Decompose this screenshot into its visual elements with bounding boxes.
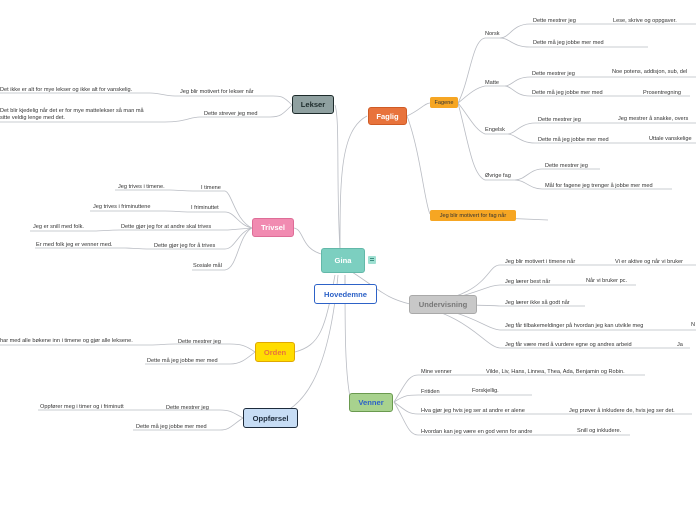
matte-jobbe-detail[interactable]: Prosentregning	[643, 90, 681, 96]
root-node[interactable]: Gina	[321, 248, 365, 273]
engelsk-mestrer-detail[interactable]: Jeg mestrer å snakke, overs	[618, 116, 689, 122]
orden-jobbe[interactable]: Dette må jeg jobbe mer med	[147, 358, 218, 364]
trivsel-timene[interactable]: I timene	[201, 185, 221, 191]
branch-trivsel[interactable]: Trivsel	[252, 218, 294, 237]
branch-faglig[interactable]: Faglig	[368, 107, 407, 125]
oppforsel-mestrer[interactable]: Dette mestrer jeg	[166, 405, 209, 411]
branch-lekser[interactable]: Lekser	[292, 95, 334, 114]
matte-jobbe[interactable]: Dette må jeg jobbe mer med	[532, 90, 603, 96]
root-label: Gina	[334, 256, 352, 265]
trivsel-sosiale[interactable]: Sosiale mål	[193, 263, 222, 269]
branch-orden-label: Orden	[263, 347, 287, 357]
trivsel-andre[interactable]: Dette gjør jeg for at andre skal trives	[121, 224, 212, 230]
engelsk-jobbe-detail[interactable]: Uttale vanskelige	[649, 136, 692, 142]
lekser-strever[interactable]: Dette strever jeg med	[204, 111, 258, 117]
venner-mine-detail[interactable]: Vilde, Liv, Hans, Linnea, Thea, Ada, Ben…	[486, 369, 625, 375]
engelsk-jobbe[interactable]: Dette må jeg jobbe mer med	[538, 137, 609, 143]
ovrige-mestrer[interactable]: Dette mestrer jeg	[545, 163, 588, 169]
norsk-jobbe[interactable]: Dette må jeg jobbe mer med	[533, 40, 604, 46]
branch-oppforsel-label: Oppførsel	[252, 413, 289, 423]
trivsel-selv[interactable]: Dette gjør jeg for å trives	[154, 243, 216, 249]
engelsk-mestrer[interactable]: Dette mestrer jeg	[538, 117, 581, 123]
undervisning-motivert-detail[interactable]: Vi er aktive og når vi bruker	[615, 259, 683, 265]
undervisning-best[interactable]: Jeg lærer best når	[505, 279, 551, 285]
venner-god-venn-detail[interactable]: Snill og inkludere.	[577, 428, 622, 434]
oppforsel-mestrer-detail[interactable]: Oppfører meg i timer og i friminutt	[40, 404, 124, 410]
undervisning-motivert[interactable]: Jeg blir motivert i timene når	[505, 259, 576, 265]
branch-faglig-label: Faglig	[376, 111, 399, 121]
fag-motivert-node[interactable]: Jeg blir motivert for fag når	[430, 210, 516, 221]
norsk-label[interactable]: Norsk	[485, 31, 500, 37]
branch-orden[interactable]: Orden	[255, 342, 295, 362]
undervisning-vurdere[interactable]: Jeg får være med å vurdere egne og andre…	[505, 342, 632, 348]
venner-fritiden[interactable]: Fritiden	[421, 389, 440, 395]
branch-venner-label: Venner	[358, 398, 384, 407]
ovrige-label[interactable]: Øvrige fag	[485, 173, 511, 179]
venner-fritiden-detail[interactable]: Forskjellig.	[472, 388, 499, 394]
norsk-mestrer[interactable]: Dette mestrer jeg	[533, 18, 576, 24]
ovrige-mal[interactable]: Mål for fagene jeg trenger å jobbe mer m…	[545, 183, 653, 189]
lekser-strever-detail-2[interactable]: sitte veldig lenge med det.	[0, 115, 65, 121]
venner-mine[interactable]: Mine venner	[421, 369, 452, 375]
branch-oppforsel[interactable]: Oppførsel	[243, 408, 298, 428]
matte-label[interactable]: Matte	[485, 80, 499, 86]
trivsel-friminutt-detail[interactable]: Jeg trives i friminuttene	[93, 204, 151, 210]
oppforsel-jobbe[interactable]: Dette må jeg jobbe mer med	[136, 424, 207, 430]
venner-god-venn[interactable]: Hvordan kan jeg være en god venn for and…	[421, 429, 533, 435]
fag-motivert-label: Jeg blir motivert for fag når	[439, 212, 507, 219]
orden-mestrer[interactable]: Dette mestrer jeg	[178, 339, 221, 345]
undervisning-ikke[interactable]: Jeg lærer ikke så godt når	[505, 300, 570, 306]
branch-undervisning[interactable]: Undervisning	[409, 295, 477, 314]
branch-venner[interactable]: Venner	[349, 393, 393, 412]
undervisning-best-detail[interactable]: Når vi bruker pc.	[586, 278, 628, 284]
norsk-mestrer-detail[interactable]: Lese, skrive og oppgaver.	[613, 18, 677, 24]
venner-alene-detail[interactable]: Jeg prøver å inkludere de, hvis jeg ser …	[569, 408, 675, 414]
branch-undervisning-label: Undervisning	[418, 300, 468, 309]
lekser-motivert[interactable]: Jeg blir motivert for lekser når	[180, 89, 254, 95]
lekser-strever-detail-1[interactable]: Det blir kjedelig når det er for mye mat…	[0, 108, 144, 114]
undervisning-vurdere-detail[interactable]: Ja	[677, 342, 683, 348]
notes-icon[interactable]	[368, 256, 376, 264]
trivsel-friminutt[interactable]: I friminuttet	[191, 205, 219, 211]
branch-hovedemne[interactable]: Hovedemne	[314, 284, 377, 304]
branch-lekser-label: Lekser	[300, 100, 326, 109]
matte-mestrer[interactable]: Dette mestrer jeg	[532, 71, 575, 77]
trivsel-timene-detail[interactable]: Jeg trives i timene.	[118, 184, 165, 190]
orden-mestrer-detail[interactable]: har med alle bøkene inn i timene og gjør…	[0, 338, 133, 344]
engelsk-label[interactable]: Engelsk	[485, 127, 505, 133]
branch-hovedemne-label: Hovedemne	[323, 289, 368, 299]
undervisning-tilbakemelding[interactable]: Jeg får tilbakemeldinger på hvordan jeg …	[505, 323, 644, 329]
lekser-motivert-detail[interactable]: Det ikke er alt for mye lekser og ikke a…	[0, 87, 133, 93]
trivsel-selv-detail[interactable]: Er med folk jeg er venner med.	[36, 242, 113, 248]
fagene-label: Fagene	[434, 99, 454, 106]
trivsel-andre-detail[interactable]: Jeg er snill med folk.	[33, 224, 84, 230]
venner-alene[interactable]: Hva gjør jeg hvis jeg ser at andre er al…	[421, 408, 525, 414]
branch-trivsel-label: Trivsel	[260, 223, 286, 232]
matte-mestrer-detail[interactable]: Noe potens, addisjon, sub, del	[612, 69, 688, 75]
undervisning-tilbakemelding-detail[interactable]: N	[691, 322, 696, 328]
fagene-node[interactable]: Fagene	[430, 97, 458, 108]
